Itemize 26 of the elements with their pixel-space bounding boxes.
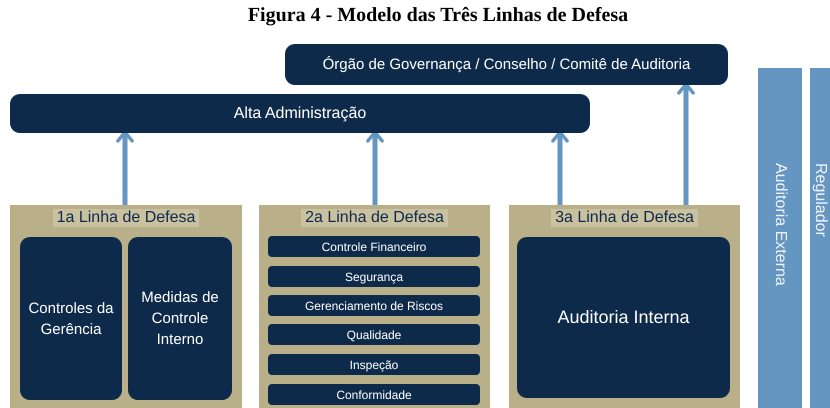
figure-title: Figura 4 - Modelo das Três Linhas de Defesa <box>246 4 630 27</box>
function-bar: Qualidade <box>268 324 480 345</box>
function-bar: Segurança <box>268 266 480 287</box>
line-of-defense-panel <box>509 205 740 408</box>
vertical-band <box>758 68 802 408</box>
arrow <box>551 130 569 205</box>
panel-heading: 3a Linha de Defesa <box>551 209 698 227</box>
function-bar: Inspeção <box>268 354 480 375</box>
band-label: Auditoria Externa <box>771 163 789 286</box>
function-bar: Controle Financeiro <box>268 236 480 257</box>
line-of-defense-panel <box>10 205 242 408</box>
process-box: Controles da Gerência <box>20 237 122 400</box>
line-of-defense-panel <box>259 205 490 408</box>
arrow <box>677 82 695 205</box>
band-label: Regulador <box>811 163 829 237</box>
process-box: Alta Administração <box>10 94 590 133</box>
arrow <box>116 130 134 205</box>
process-box: Medidas de Controle Interno <box>128 237 232 400</box>
vertical-band <box>810 68 830 408</box>
function-bar: Conformidade <box>268 384 480 405</box>
panel-heading: 2a Linha de Defesa <box>301 209 448 227</box>
arrow <box>366 130 384 205</box>
process-box: Auditoria Interna <box>517 237 730 398</box>
panel-heading: 1a Linha de Defesa <box>52 209 200 227</box>
function-bar: Gerenciamento de Riscos <box>268 295 480 316</box>
process-box: Órgão de Governança / Conselho / Comitê de Auditoria <box>285 44 728 85</box>
